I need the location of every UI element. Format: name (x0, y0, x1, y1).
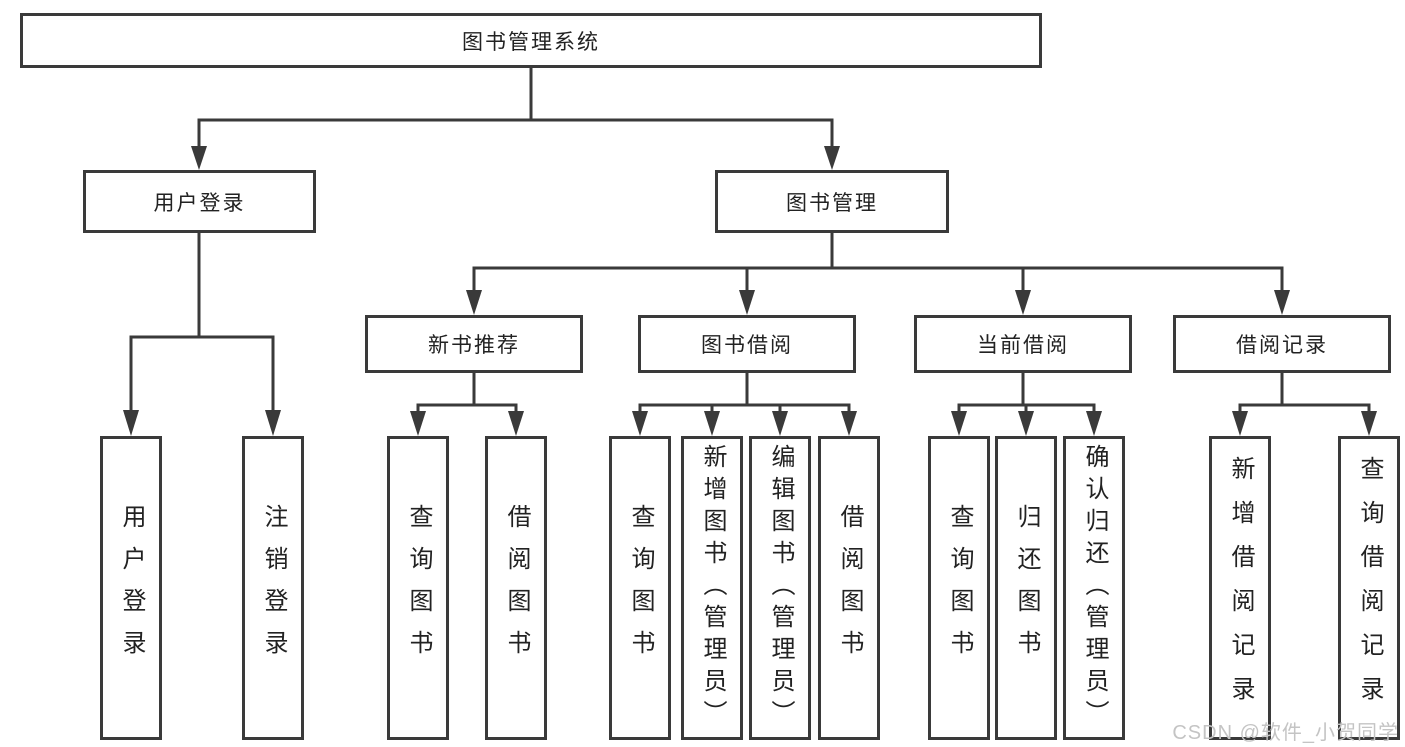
leaf-confirm-return-admin: 确认归还（管理员） (1063, 436, 1125, 740)
watermark: CSDN @软件_小贺同学 (1172, 722, 1399, 744)
node-label: 编辑图书（管理员） (767, 444, 794, 732)
leaf-borrow-books-1: 借阅图书 (485, 436, 547, 740)
node-label: 查询借阅记录 (1356, 456, 1383, 720)
node-label: 图书管理系统 (462, 30, 600, 54)
arrowhead (1015, 290, 1031, 315)
node-label: 图书借阅 (701, 334, 793, 357)
node-label: 用户登录 (153, 191, 246, 215)
leaf-add-books-admin: 新增图书（管理员） (681, 436, 743, 740)
leaf-query-books-1: 查询图书 (387, 436, 449, 740)
node-label: 新增借阅记录 (1227, 456, 1254, 720)
node-book-borrow: 图书借阅 (638, 315, 856, 373)
leaf-return-books: 归还图书 (995, 436, 1057, 740)
node-label: 查询图书 (405, 504, 432, 672)
node-label: 归还图书 (1013, 504, 1040, 672)
arrowhead (1232, 411, 1248, 436)
arrowhead (1018, 411, 1034, 436)
leaf-query-borrow-record: 查询借阅记录 (1338, 436, 1400, 740)
node-label: 新书推荐 (428, 334, 520, 357)
arrowhead (704, 411, 720, 436)
connector-borrow-records (1232, 371, 1377, 436)
arrowhead (824, 146, 840, 170)
connector-root (191, 66, 840, 170)
arrowhead (508, 411, 524, 436)
node-label: 借阅记录 (1236, 334, 1328, 357)
arrowhead (739, 290, 755, 315)
arrowhead (466, 290, 482, 315)
arrowhead (265, 410, 281, 436)
arrowhead (951, 411, 967, 436)
node-current-borrow: 当前借阅 (914, 315, 1132, 373)
node-new-books: 新书推荐 (365, 315, 583, 373)
connector-user-login (123, 231, 281, 436)
arrowhead (191, 146, 207, 170)
node-book-mgmt: 图书管理 (715, 170, 949, 233)
leaf-add-borrow-record: 新增借阅记录 (1209, 436, 1271, 740)
leaf-query-books-3: 查询图书 (928, 436, 990, 740)
connector-new-books (410, 371, 524, 436)
node-user-login: 用户登录 (83, 170, 316, 233)
node-borrow-records: 借阅记录 (1173, 315, 1391, 373)
node-label: 查询图书 (946, 504, 973, 672)
node-label: 借阅图书 (503, 504, 530, 672)
arrowhead (1274, 290, 1290, 315)
leaf-borrow-books-2: 借阅图书 (818, 436, 880, 740)
node-label: 借阅图书 (836, 504, 863, 672)
arrowhead (772, 411, 788, 436)
arrowhead (410, 411, 426, 436)
arrowhead (123, 410, 139, 436)
leaf-user-login: 用户登录 (100, 436, 162, 740)
node-label: 查询图书 (627, 504, 654, 672)
node-label: 注销登录 (260, 504, 287, 672)
node-label: 新增图书（管理员） (699, 444, 726, 732)
node-label: 用户登录 (118, 504, 145, 672)
leaf-query-books-2: 查询图书 (609, 436, 671, 740)
node-label: 确认归还（管理员） (1081, 444, 1108, 732)
arrowhead (1086, 411, 1102, 436)
node-root: 图书管理系统 (20, 13, 1042, 68)
connector-book-mgmt (466, 231, 1290, 315)
connector-book-borrow (632, 371, 857, 436)
node-label: 当前借阅 (977, 334, 1069, 357)
arrowhead (841, 411, 857, 436)
node-label: 图书管理 (786, 191, 878, 215)
connector-current-borrow (951, 371, 1102, 436)
leaf-edit-books-admin: 编辑图书（管理员） (749, 436, 811, 740)
arrowhead (632, 411, 648, 436)
leaf-logout: 注销登录 (242, 436, 304, 740)
arrowhead (1361, 411, 1377, 436)
